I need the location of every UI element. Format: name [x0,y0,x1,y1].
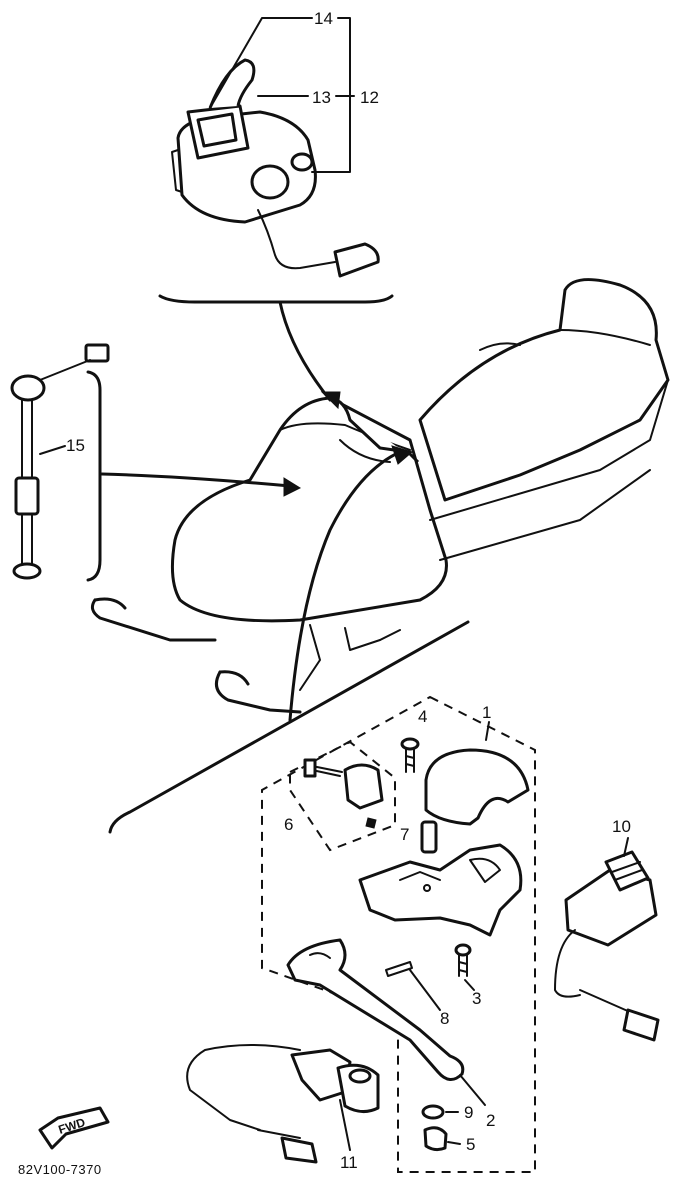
leader-arrow-15 [100,472,292,488]
screw-part-8 [385,961,413,977]
switch-part-11 [186,1044,380,1164]
callout-2: 2 [486,1111,495,1130]
callout-14: 14 [314,9,333,28]
callout-1: 1 [482,703,491,722]
bolt-part-3 [454,943,472,977]
snowmobile-outline [90,278,670,714]
callout-10: 10 [612,817,631,836]
emergency-stop-switch [10,343,110,580]
clamp-part-6 [343,763,384,810]
drawing-number: 82V100-7370 [18,1162,102,1177]
callout-5: 5 [466,1135,475,1154]
bolt-part-4 [400,737,420,773]
callout-4: 4 [418,707,427,726]
callout-6: 6 [284,815,293,834]
callout-13: 13 [312,88,331,107]
leader-arrows-body [278,300,414,722]
callout-leaders-top [209,17,355,173]
assembly-dashed-box [261,695,536,1173]
callout-3: 3 [472,989,481,1008]
pin-part-7 [420,820,438,854]
relay-module-part-10 [554,850,660,1042]
fwd-arrow: FWD [38,1106,110,1150]
screw-part-6 [303,758,343,778]
washer-part-9 [421,1104,445,1120]
brake-lever [286,938,465,1081]
housing-bracket [158,294,394,304]
leader-arrowhead-15 [283,477,302,497]
callout-9: 9 [464,1103,473,1122]
lever-bracket [358,843,523,937]
ground-line [108,620,470,834]
callout-11: 11 [340,1153,358,1172]
callout-7: 7 [400,825,409,844]
throttle-housing-assembly [171,58,380,278]
callout-15-bracket [86,370,102,582]
callout-8: 8 [440,1009,449,1028]
cover-part [424,748,530,826]
nut-part-6 [365,817,377,829]
callout-15: 15 [66,436,85,455]
subassembly-dashed-box [289,740,396,852]
callout-12: 12 [360,88,379,107]
nut-part-5 [423,1126,448,1152]
